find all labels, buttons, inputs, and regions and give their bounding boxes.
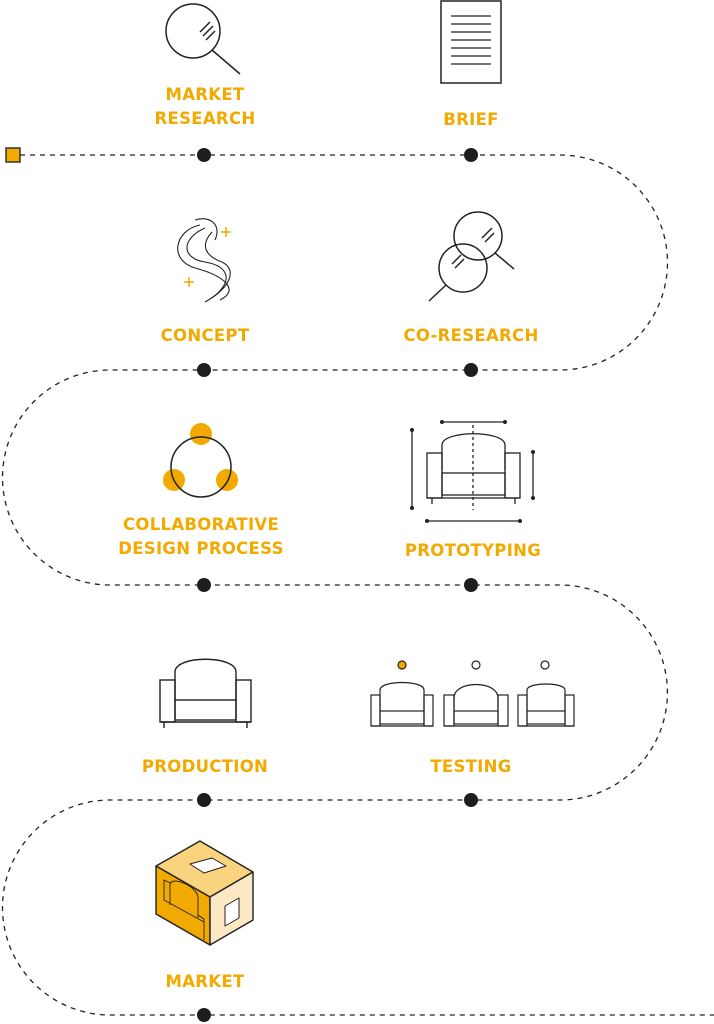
step-dot	[197, 793, 211, 807]
step-label-brief: BRIEF	[443, 110, 499, 129]
step-label-production: PRODUCTION	[141, 757, 269, 776]
product-box-icon	[155, 840, 254, 946]
collaboration-circle-icon	[163, 423, 238, 498]
step-label-testing: TESTING	[430, 757, 512, 776]
step-dots	[197, 148, 478, 1022]
step-dot	[197, 578, 211, 592]
double-magnifier-icon	[428, 211, 515, 302]
step-dot	[464, 363, 478, 377]
step-dot	[197, 363, 211, 377]
step-dot	[197, 148, 211, 162]
three-armchairs-icon	[370, 660, 575, 727]
step-dot	[197, 1008, 211, 1022]
dashed-path	[1, 154, 714, 1016]
armchair-icon	[159, 658, 252, 728]
armchair-dimensions-icon	[410, 420, 535, 523]
step-label-co-research: CO-RESEARCH	[403, 326, 539, 345]
step-dot	[464, 793, 478, 807]
step-dot	[464, 578, 478, 592]
step-label-prototyping: PROTOTYPING	[404, 541, 542, 560]
step-label-concept: CONCEPT	[160, 326, 250, 345]
magnifier-icon	[165, 3, 241, 75]
swirl-sparkle-icon	[177, 218, 231, 303]
step-dot	[464, 148, 478, 162]
start-marker	[5, 147, 21, 163]
step-label-market: MARKET	[165, 972, 245, 991]
document-icon	[440, 0, 502, 84]
